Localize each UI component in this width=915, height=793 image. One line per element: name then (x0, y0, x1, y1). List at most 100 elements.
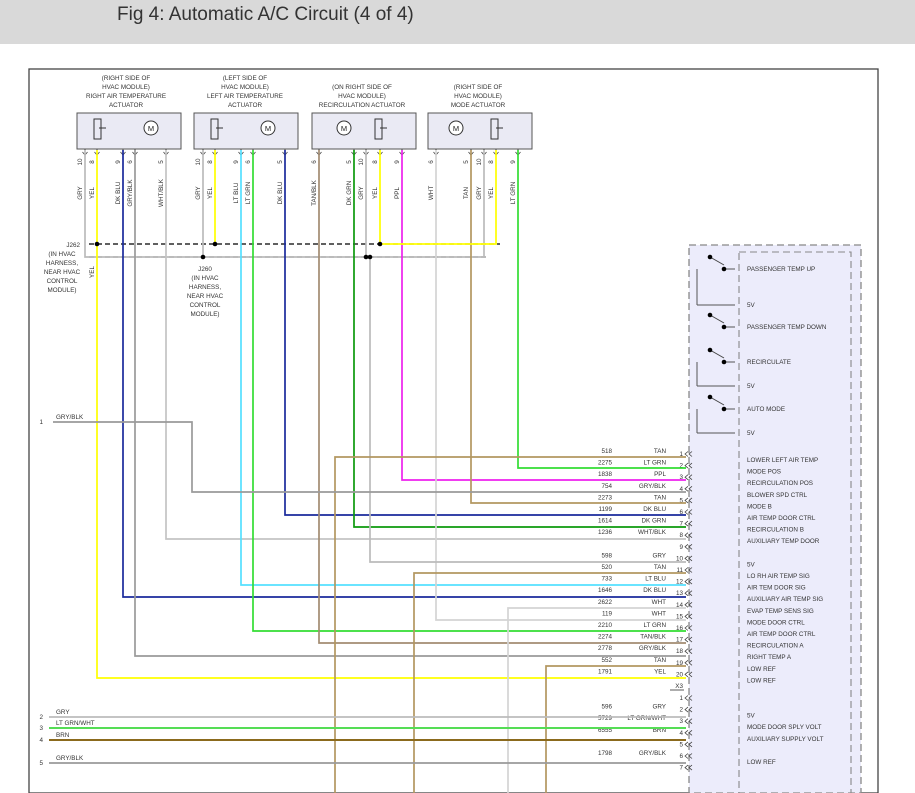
switch-label: 5V (747, 430, 756, 437)
motor-icon (448, 120, 464, 136)
actuator-wire-color: WHT/BLK (158, 178, 165, 207)
wire-color-label: LT GRN/WHT (627, 715, 666, 722)
splice-j260-desc: CONTROL (190, 302, 221, 309)
left-circuit-number: 1 (39, 419, 43, 426)
splice-j260-desc: HARNESS, (189, 284, 221, 291)
actuator-wire-color: PPL (394, 187, 401, 199)
actuator-pin-number: 5 (463, 160, 470, 164)
splice-dot (367, 254, 373, 260)
connector-pin-number: 8 (679, 532, 683, 539)
connector-chevron-icon (684, 451, 689, 457)
circuit-number: 1614 (598, 518, 613, 525)
circuit-number: 1646 (598, 587, 613, 594)
circuit-number: 520 (601, 564, 612, 571)
splice-dot (94, 241, 100, 247)
connector-pin-number: 17 (676, 637, 684, 644)
actuator-pin-number: 9 (510, 160, 517, 164)
actuator-pin-number: 10 (358, 158, 365, 166)
actuator-wire-color: YEL (207, 187, 214, 199)
wire-color-label: TAN/BLK (640, 634, 667, 641)
connector-pin-number: 3 (679, 718, 683, 725)
hvac-control-module (688, 244, 862, 793)
actuator-wire-color: YEL (488, 187, 495, 199)
switch-pivot (707, 347, 713, 353)
connector-chevron-icon (684, 636, 689, 643)
connector-chevron-icon (688, 695, 693, 701)
connector-chevron-icon (688, 729, 693, 736)
actuator-pin-number: 6 (127, 160, 134, 164)
actuator-pin-number: 6 (428, 160, 435, 164)
connector-chevron-icon (688, 497, 693, 504)
wire-tan-blk (318, 150, 686, 644)
module-terminal-function: RECIRCULATION B (747, 527, 804, 534)
wire-lt-grn (252, 150, 686, 632)
wire-ppl (401, 150, 686, 481)
connector-chevron-icon (688, 543, 693, 550)
wire-color-label: LT GRN (643, 460, 666, 467)
connector-chevron-icon (684, 485, 689, 492)
connector-chevron-icon (684, 532, 689, 539)
circuit-number: 119 (602, 610, 613, 617)
connector-pin-number: 11 (676, 567, 683, 574)
circuit-number: 2622 (598, 599, 613, 606)
switch-terminal (721, 359, 727, 365)
connector-chevron-icon (684, 625, 689, 631)
connector-pin-number: 7 (679, 521, 683, 528)
connector-chevron-icon (684, 520, 689, 527)
connector-chevron-icon (684, 671, 689, 678)
connector-pin-number: 6 (679, 753, 683, 760)
connector-pin-number: 2 (679, 707, 683, 714)
wire-color-label: WHT/BLK (638, 529, 667, 536)
module-terminal-function: AUXILIARY TEMP DOOR (747, 538, 820, 545)
module-terminal-function: EVAP TEMP SENS SIG (747, 608, 814, 615)
wire-dk-grn (353, 150, 686, 528)
connector-chevron-icon (688, 485, 693, 492)
connector-chevron-icon (688, 509, 693, 515)
connector-chevron-icon (688, 613, 693, 620)
connector-chevron-icon (684, 706, 689, 713)
wire-color-label: PPL (654, 471, 666, 478)
module-terminal-function: MODE POS (747, 469, 781, 476)
wire-gry (84, 150, 486, 258)
splice-dot (363, 254, 369, 260)
actuator-wire-color: GRY (77, 185, 84, 199)
connector-pin-number: 1 (679, 695, 683, 702)
connector-chevron-icon (688, 590, 693, 597)
connector-chevron-icon (684, 601, 689, 608)
module-terminal-function: MODE DOOR SPLY VOLT (747, 724, 822, 731)
circuit-number: 1798 (598, 750, 613, 757)
circuit-number: 1199 (598, 506, 612, 513)
switch-contact (709, 396, 725, 406)
splice-j260-desc: NEAR HVAC (187, 293, 224, 300)
switch-label: 5V (747, 302, 756, 309)
circuit-number: 754 (601, 483, 612, 490)
wire-gry-blk (134, 150, 686, 657)
connector-chevron-icon (688, 567, 693, 573)
wire-color-label: TAN (654, 494, 667, 501)
motor-icon (143, 120, 159, 136)
connector-chevron-icon (688, 520, 693, 527)
potentiometer-icon (210, 118, 219, 140)
left-circuit-number: 2 (39, 714, 43, 721)
splice-j262-desc: CONTROL (47, 278, 78, 285)
actuator-label: (ON RIGHT SIDE OF (332, 84, 392, 91)
module-terminal-function: 5V (747, 713, 756, 720)
actuator-label: HVAC MODULE) (102, 84, 150, 91)
actuator-box (76, 112, 182, 150)
wire-dk-blu (284, 150, 686, 516)
switch-contact (709, 256, 725, 266)
switch-contact (709, 349, 725, 359)
connector-pin-number: 2 (679, 463, 683, 470)
connector-chevron-icon (688, 764, 693, 771)
connector-pin-number: 5 (679, 741, 683, 748)
actuator-pin-number: 8 (488, 160, 495, 164)
circuit-number: 2210 (598, 622, 613, 629)
actuator-pin-number: 5 (158, 160, 165, 164)
wire-wht-blk (165, 150, 686, 540)
connector-chevron-icon (684, 474, 689, 481)
module-terminal-function: AUXILIARY SUPPLY VOLT (747, 736, 824, 743)
actuator-pin-number: 9 (115, 160, 122, 164)
splice-j260-desc: (IN HVAC (191, 275, 219, 282)
connector-chevron-icon (684, 764, 689, 771)
circuit-number: 596 (601, 704, 612, 711)
